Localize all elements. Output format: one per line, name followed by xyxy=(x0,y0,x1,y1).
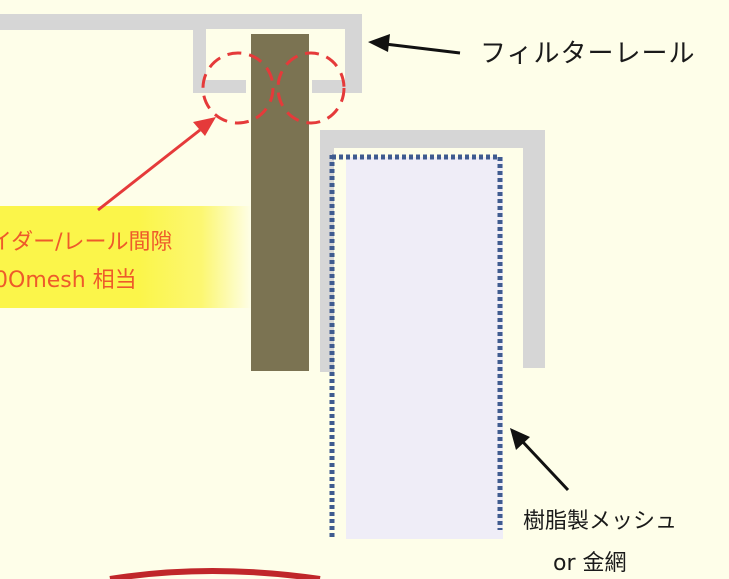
resin-mesh-label: 樹脂製メッシュ xyxy=(523,509,678,534)
slider-bar xyxy=(251,34,309,371)
gap-circle-left xyxy=(201,51,275,125)
mesh-equivalent-label: 0Omesh 相当 xyxy=(0,268,137,293)
filter-rail-label: フィルターレール xyxy=(480,39,696,69)
gap-circle-right xyxy=(276,51,346,125)
mesh-pointer-arrowhead xyxy=(510,428,530,450)
rail-pointer-arrowhead xyxy=(368,34,390,52)
gap-highlight-box xyxy=(0,206,252,308)
gap-callout-line xyxy=(97,128,201,212)
gap-callout-arrowhead xyxy=(193,117,216,136)
slider-gap-label: イダー/レール間隙 xyxy=(0,230,173,255)
bottom-red-arc xyxy=(109,568,321,579)
wire-net-label: or 金網 xyxy=(553,551,627,576)
mesh-pointer-line xyxy=(520,439,570,492)
rail-pointer-line xyxy=(384,42,461,55)
mesh-dotted-outline xyxy=(329,154,503,540)
filter-rail-upper xyxy=(0,14,362,93)
mesh-panel xyxy=(346,157,503,539)
